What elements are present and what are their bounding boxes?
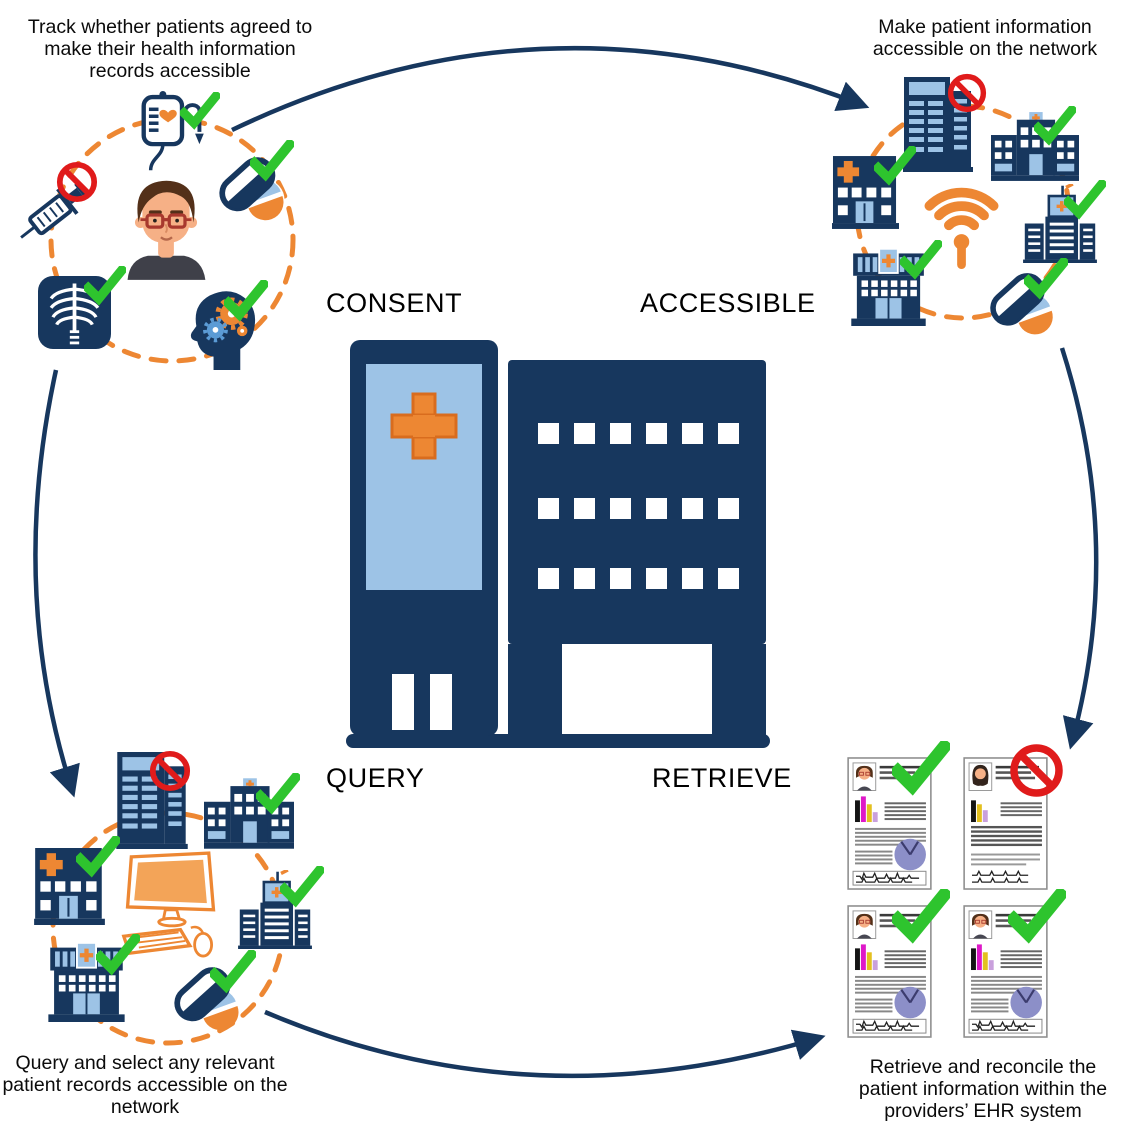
hospital-cross [390,392,458,460]
consent-cluster [10,78,296,378]
iv-bag-icon [144,91,204,170]
check-icon [184,96,216,123]
arrow-consent-to-query [33,369,80,798]
label-retrieve: RETRIEVE [652,763,792,793]
clinic-tower-icon [1023,184,1097,263]
caption-consent: Track whether patients agreed to make th… [27,16,313,83]
arrow-accessible-to-retrieve [1059,347,1099,750]
label-query: QUERY [326,763,425,793]
clinic-tower-icon [238,870,312,949]
patient-avatar [125,179,207,280]
arrow-consent-to-accessible [231,45,870,133]
arrow-query-to-retrieve [264,1009,826,1079]
query-cluster [34,750,348,1046]
label-consent: CONSENT [326,288,463,318]
storefront-hospital-icon [851,248,925,326]
xray-icon [38,276,111,349]
hospital-cross-icon [832,156,899,229]
caption-query: Query and select any relevant patient re… [2,1052,288,1119]
label-accessible: ACCESSIBLE [640,288,816,318]
caption-accessible: Make patient information accessible on t… [872,16,1098,61]
retrieve-cluster [847,740,1125,1038]
caption-retrieve: Retrieve and reconcile the patient infor… [858,1056,1108,1123]
accessible-cluster [832,76,1120,368]
building-windows [538,423,739,589]
storefront-hospital-icon [48,942,124,1022]
hospital-building-icon [346,340,770,748]
patient-record-female [963,757,1048,890]
wifi-icon [929,193,993,269]
